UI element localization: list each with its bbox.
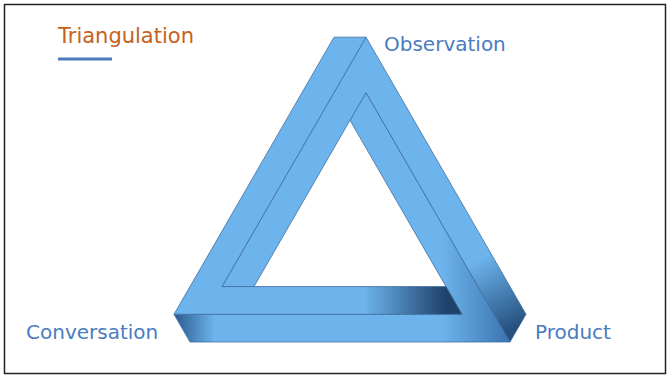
corner-label: Product [535,322,611,342]
title-underline [58,58,112,61]
frame [5,5,666,374]
diagram-title: Triangulation [58,26,194,47]
corner-label: Conversation [26,322,158,342]
triangle-bar [174,37,462,314]
corner-label: Observation [384,34,506,54]
